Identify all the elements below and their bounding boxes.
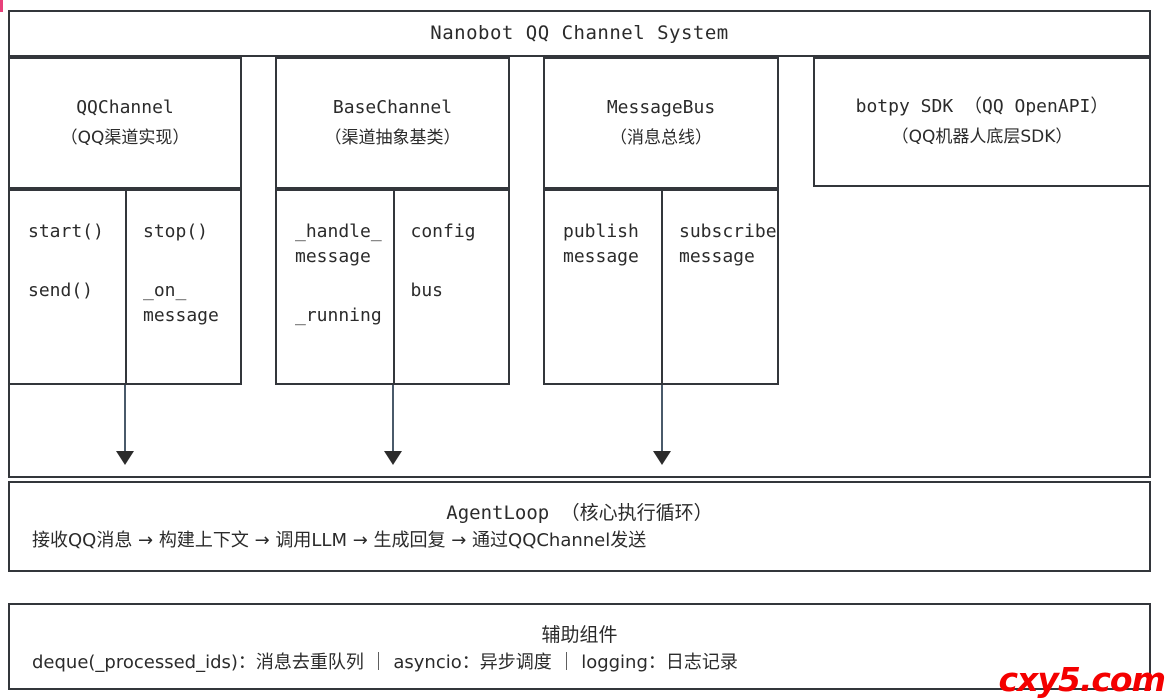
corner-pixel-artifact [0,0,3,12]
member-item: _handle_ message [295,221,382,267]
component-title: botpy SDK （QQ OpenAPI） [855,96,1109,117]
member-column-left: _handle_ message _running [277,191,393,383]
component-subtitle: （渠道抽象基类） [324,128,461,148]
helpers-items: deque(_processed_ids)：消息去重队列 ｜ asyncio：异… [32,652,738,673]
member-box-messagebus: publish message subscribe message [543,189,779,385]
component-box-messagebus[interactable]: MessageBus （消息总线） [543,57,779,189]
component-title: MessageBus [606,97,716,118]
member-item: _running [295,305,382,326]
member-item: send() [28,280,94,301]
member-column-right: config bus [392,191,509,383]
arrow-head-icon [653,451,671,465]
member-box-basechannel: _handle_ message _running config bus [275,189,510,385]
arrow-head-icon [116,451,134,465]
arrow-head-icon [384,451,402,465]
component-subtitle: （消息总线） [610,128,712,148]
member-item: bus [410,280,444,301]
member-column-left: publish message [545,191,661,383]
member-box-qqchannel: start() send() stop() _on_ message [8,189,242,385]
connector-messagebus-to-agentloop [661,385,663,451]
component-box-basechannel[interactable]: BaseChannel （渠道抽象基类） [275,57,510,189]
agent-loop-flow: 接收QQ消息 → 构建上下文 → 调用LLM → 生成回复 → 通过QQChan… [32,530,647,551]
member-column-left: start() send() [10,191,125,383]
agent-loop-box[interactable]: AgentLoop （核心执行循环） 接收QQ消息 → 构建上下文 → 调用LL… [8,481,1151,572]
component-title: BaseChannel [332,97,453,118]
member-item: config [410,221,476,242]
helpers-box[interactable]: 辅助组件 deque(_processed_ids)：消息去重队列 ｜ asyn… [8,603,1151,690]
component-title: QQChannel [76,97,174,118]
component-box-qqchannel[interactable]: QQChannel （QQ渠道实现） [8,57,242,189]
component-subtitle: （QQ渠道实现） [60,128,190,148]
member-item: publish message [563,221,639,267]
helpers-title: 辅助组件 [541,624,618,646]
member-column-right: stop() _on_ message [125,191,240,383]
agent-loop-title: AgentLoop （核心执行循环） [446,502,713,524]
system-header-divider [8,55,1151,57]
member-item: _on_ message [143,280,219,326]
component-subtitle: （QQ机器人底层SDK） [891,127,1073,147]
system-title: Nanobot QQ Channel System [430,22,729,44]
connector-qqchannel-to-agentloop [124,385,126,451]
member-item: stop() [143,221,209,242]
watermark: cxy5.com [998,660,1166,699]
member-item: subscribe message [679,221,777,267]
connector-basechannel-to-agentloop [392,385,394,451]
member-column-right: subscribe message [661,191,777,383]
member-item: start() [28,221,104,242]
component-box-botpy-sdk[interactable]: botpy SDK （QQ OpenAPI） （QQ机器人底层SDK） [813,57,1151,187]
